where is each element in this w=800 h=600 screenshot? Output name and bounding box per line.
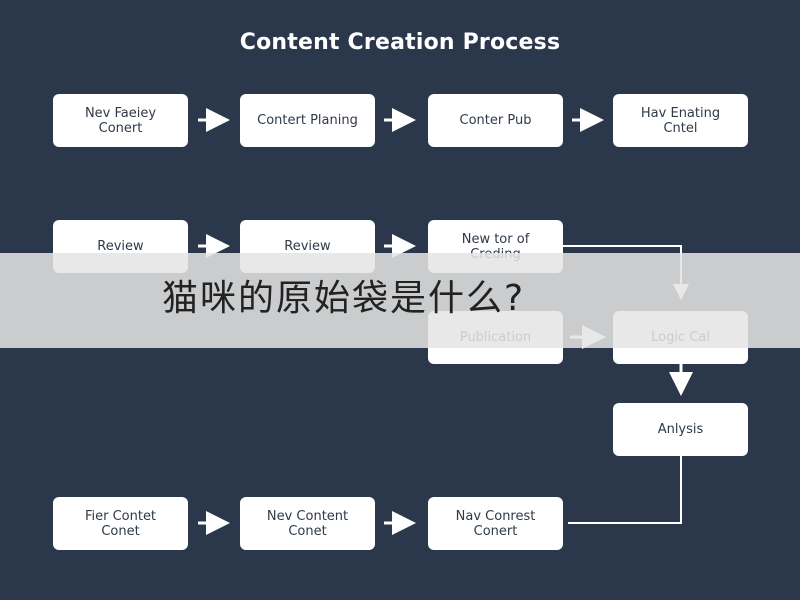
node-r5c3: Nav Conrest Conert xyxy=(428,497,563,550)
node-r1c2: Contert Planing xyxy=(240,94,375,147)
diagram-title: Content Creation Process xyxy=(239,30,561,55)
overlay-banner xyxy=(0,253,800,348)
node-r1c4: Hav Enating Cntel xyxy=(613,94,748,147)
node-r4c4: Anlysis xyxy=(613,403,748,456)
node-r5c2: Nev Content Conet xyxy=(240,497,375,550)
node-r5c1: Fier Contet Conet xyxy=(53,497,188,550)
connector-r4c4-r5c3 xyxy=(568,456,682,524)
node-r1c3: Conter Pub xyxy=(428,94,563,147)
node-r1c1: Nev Faeiey Conert xyxy=(53,94,188,147)
overlay-question: 猫咪的原始袋是什么? xyxy=(162,278,526,319)
